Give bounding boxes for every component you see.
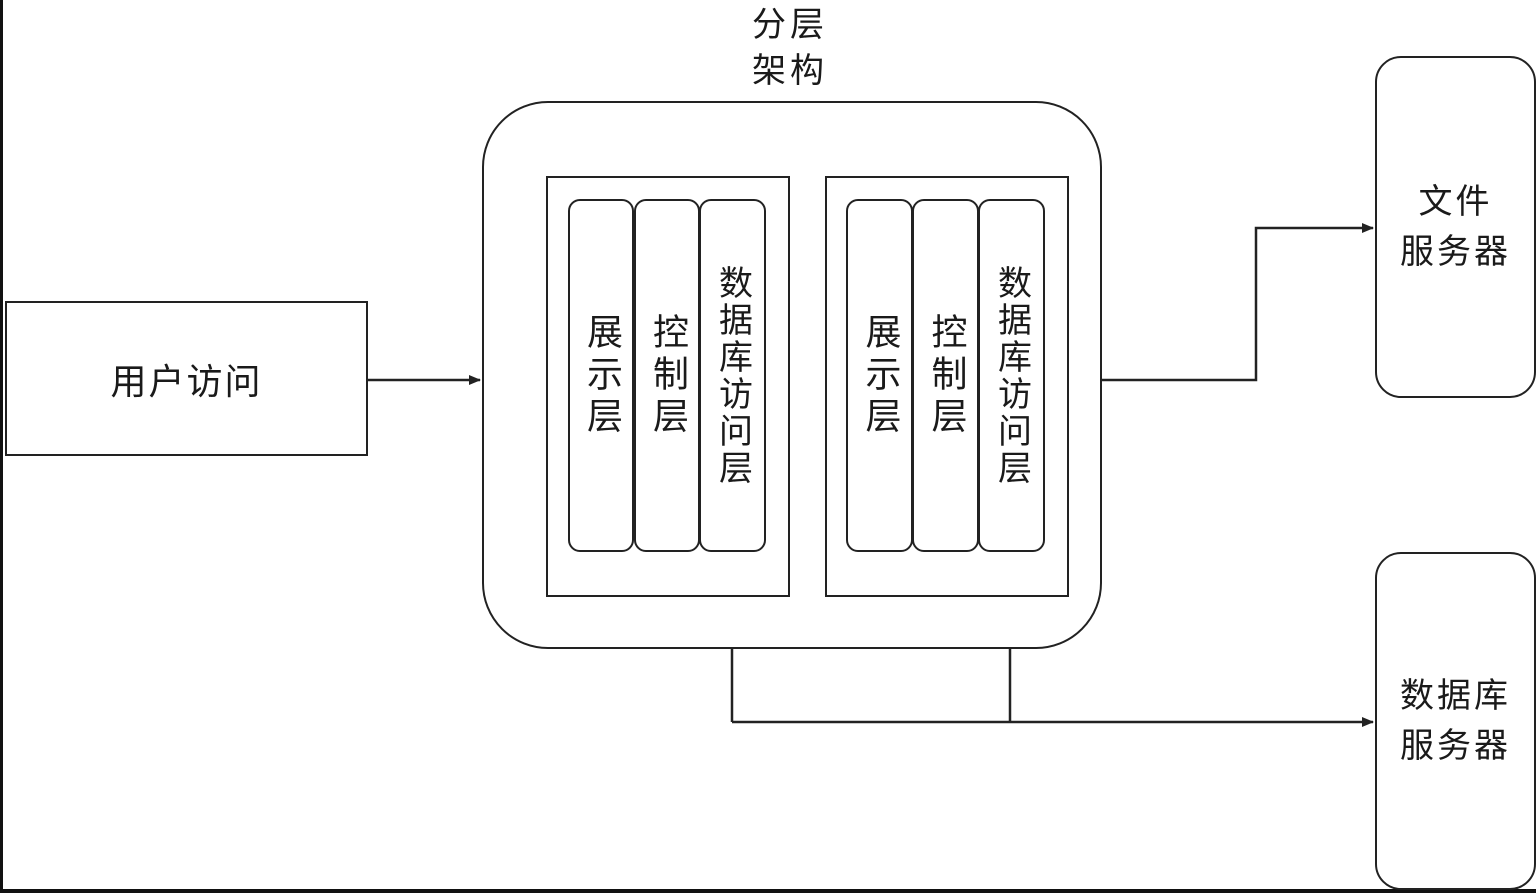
file-server-label-line1: 文件 bbox=[1418, 182, 1493, 222]
node-2-presentation-layer: 展示层 bbox=[846, 199, 913, 552]
architecture-title: 分层 架构 bbox=[740, 2, 840, 94]
node-1-db-access-layer-label: 数据库访问层 bbox=[712, 264, 753, 487]
node-1-control-layer: 控制层 bbox=[634, 199, 700, 552]
architecture-title-line2: 架构 bbox=[752, 51, 828, 91]
node-2-presentation-layer-label: 展示层 bbox=[859, 312, 901, 439]
node-2-db-access-layer-label: 数据库访问层 bbox=[991, 264, 1032, 487]
file-server-box: 文件 服务器 bbox=[1375, 56, 1536, 398]
database-server-box: 数据库 服务器 bbox=[1375, 552, 1536, 890]
user-access-label: 用户访问 bbox=[110, 361, 263, 403]
user-access-box: 用户访问 bbox=[5, 301, 368, 456]
frame-bottom-edge bbox=[0, 889, 1536, 893]
node-1-db-access-layer: 数据库访问层 bbox=[699, 199, 766, 552]
db-server-label-line1: 数据库 bbox=[1400, 676, 1511, 716]
frame-left-edge bbox=[0, 0, 3, 893]
db-server-label-line2: 服务器 bbox=[1400, 726, 1511, 766]
node-2-control-layer: 控制层 bbox=[912, 199, 979, 552]
node-2-control-layer-label: 控制层 bbox=[925, 312, 967, 439]
node-1-presentation-layer-label: 展示层 bbox=[581, 312, 622, 439]
architecture-title-line1: 分层 bbox=[752, 5, 828, 45]
node-2-db-access-layer: 数据库访问层 bbox=[978, 199, 1045, 552]
arrow-architecture-to-file-server bbox=[1102, 223, 1374, 382]
node-1-presentation-layer: 展示层 bbox=[568, 199, 634, 552]
file-server-label-line2: 服务器 bbox=[1400, 232, 1511, 272]
node-1-control-layer-label: 控制层 bbox=[647, 312, 688, 439]
